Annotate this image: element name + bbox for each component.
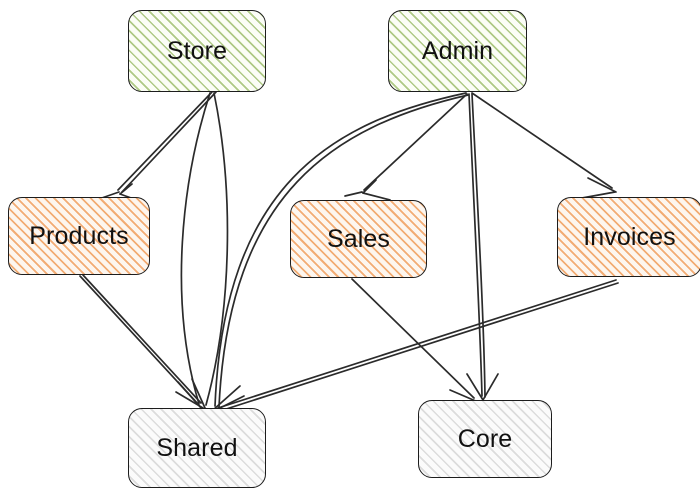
arrowhead-icon xyxy=(191,378,206,409)
arrowhead-icon xyxy=(362,192,391,201)
arrowhead-icon xyxy=(215,395,245,411)
node-invoices[interactable]: Invoices xyxy=(557,197,700,277)
node-products[interactable]: Products xyxy=(8,197,150,275)
node-sales-label: Sales xyxy=(326,224,391,253)
node-shared-label: Shared xyxy=(156,433,238,462)
node-admin[interactable]: Admin xyxy=(388,10,527,92)
edge-products-to-shared[interactable] xyxy=(79,274,204,409)
node-core[interactable]: Core xyxy=(418,400,552,478)
node-admin-label: Admin xyxy=(421,36,494,65)
node-sales[interactable]: Sales xyxy=(290,200,427,278)
edge-store-to-shared-b[interactable] xyxy=(191,92,229,409)
edge-admin-to-sales[interactable] xyxy=(344,93,468,201)
node-products-label: Products xyxy=(29,221,129,250)
arrowhead-icon xyxy=(344,179,377,197)
arrowhead-icon xyxy=(175,391,204,409)
node-store-label: Store xyxy=(166,36,228,65)
node-core-label: Core xyxy=(457,424,513,453)
edge-admin-to-shared[interactable] xyxy=(212,92,469,411)
node-shared[interactable]: Shared xyxy=(128,408,266,488)
node-store[interactable]: Store xyxy=(128,10,266,92)
node-invoices-label: Invoices xyxy=(583,222,676,251)
arrowhead-icon xyxy=(212,385,241,411)
